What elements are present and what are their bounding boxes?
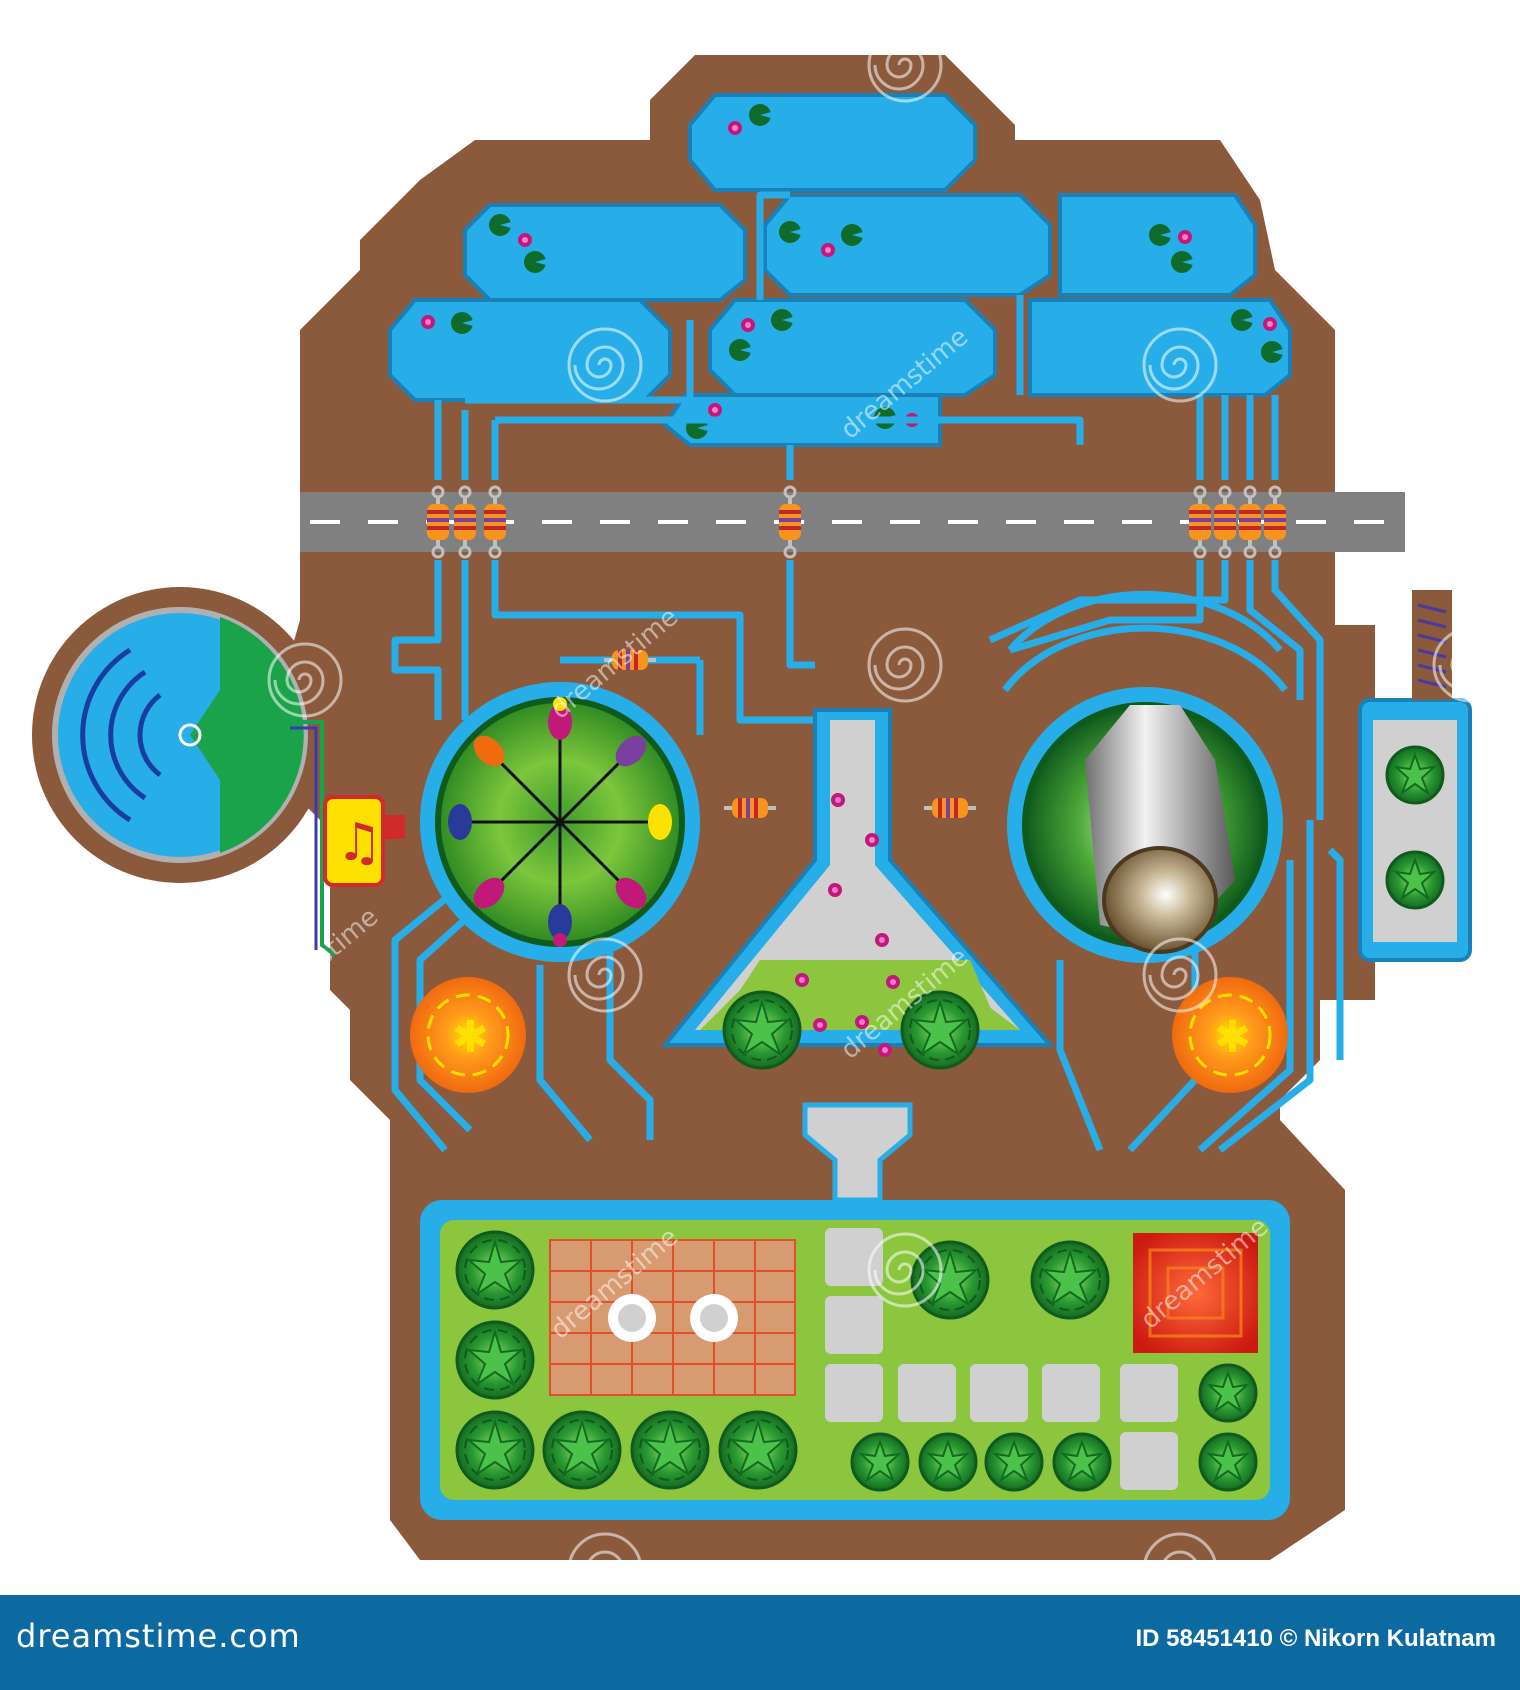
paving-tiles: [825, 1228, 1178, 1490]
game-board: [549, 1239, 796, 1396]
svg-text:✱: ✱: [1214, 1012, 1251, 1063]
footer-bar: dreamstime.com ID 58451410 © Nikorn Kula…: [0, 1595, 1520, 1690]
water-pipes: [391, 191, 1344, 1153]
spring-coil: [1412, 590, 1452, 700]
image-credit: ID 58451410 © Nikorn Kulatnam: [1135, 1625, 1497, 1652]
svg-text:dreamstime: dreamstime: [545, 0, 684, 95]
svg-text:✱: ✱: [452, 1012, 489, 1063]
tunnel-opening: [1102, 846, 1218, 954]
circuit-garden-illustration: ♫: [0, 0, 1508, 1595]
music-box: [323, 795, 385, 887]
carousel-figures: [448, 697, 672, 947]
red-pavilion: [1133, 1233, 1258, 1353]
music-note-icon: ♫: [336, 813, 383, 873]
signal-waves-icon: [80, 647, 162, 823]
brand-logo[interactable]: dreamstime.com: [16, 1617, 301, 1655]
flower-left: ✱: [410, 977, 526, 1093]
